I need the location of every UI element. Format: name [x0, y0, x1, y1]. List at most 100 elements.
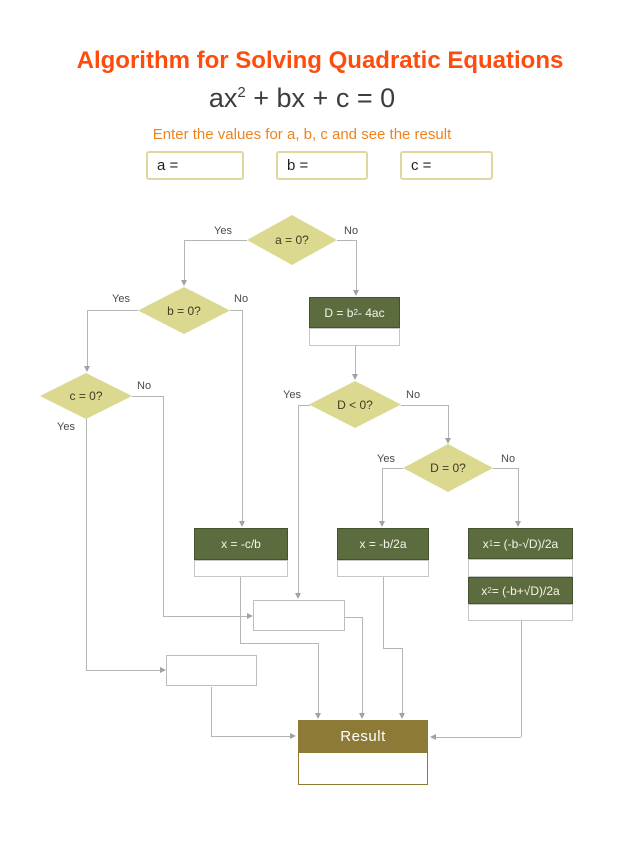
connector-line [184, 240, 185, 283]
decision-label: D = 0? [430, 461, 466, 475]
process-label: = (-b-√D)/2a [493, 536, 559, 551]
connector-line [382, 468, 403, 469]
branch-label-yes: Yes [283, 389, 301, 401]
decision-label: a = 0? [275, 233, 309, 247]
formula-exponent: 2 [237, 84, 246, 101]
connector-line [211, 687, 212, 736]
process-label: x [481, 583, 488, 598]
x-b2a-output-box [337, 560, 429, 577]
connector-line [401, 405, 449, 406]
connector-line [521, 621, 522, 737]
connector-line [184, 240, 247, 241]
process-x-equals-minus-b-over-2a: x = -b/2a [337, 528, 429, 560]
process-label: x = -c/b [221, 537, 261, 551]
connector-line [518, 468, 519, 525]
branch-label-no: No [234, 293, 249, 305]
arrowhead-down [399, 713, 405, 719]
connector-line [337, 240, 357, 241]
x2-output-box [468, 604, 573, 621]
process-label: - 4ac [357, 305, 385, 320]
connector-line [345, 617, 362, 618]
arrowhead-down [379, 521, 385, 527]
branch-label-no: No [344, 225, 359, 237]
connector-line [230, 310, 243, 311]
coefficient-b-input[interactable] [276, 151, 368, 180]
branch-label-yes: Yes [57, 421, 75, 433]
arrowhead-right [290, 733, 296, 739]
result-box-header: Result [298, 720, 428, 752]
connector-line [163, 396, 164, 616]
connector-line [298, 405, 299, 597]
coefficient-c-input[interactable] [400, 151, 493, 180]
process-label: = (-b+√D)/2a [491, 583, 560, 598]
connector-line [86, 419, 87, 670]
branch-label-yes: Yes [214, 225, 232, 237]
connector-line [362, 617, 363, 717]
arrowhead-down [295, 593, 301, 599]
connector-line [240, 576, 241, 643]
empty-message-box-1 [253, 600, 345, 631]
formula-base: ax [208, 83, 238, 113]
discriminant-output-box [309, 328, 400, 346]
decision-label: D < 0? [337, 397, 373, 412]
x-cb-output-box [194, 560, 288, 577]
quadratic-equation: ax2 + bx + c = 0 [0, 83, 604, 114]
connector-line [132, 396, 164, 397]
branch-label-no: No [137, 380, 152, 392]
connector-line [356, 240, 357, 293]
connector-line [242, 310, 243, 524]
connector-line [87, 310, 88, 369]
connector-line [382, 468, 383, 525]
connector-line [355, 345, 356, 378]
process-label: x = -b/2a [359, 537, 407, 551]
arrowhead-down [84, 366, 90, 372]
arrowhead-down [445, 438, 451, 444]
decision-d-equals-0: D = 0? [403, 444, 493, 492]
connector-line [318, 643, 319, 717]
x1-output-box [468, 559, 573, 577]
process-label: x [482, 536, 489, 551]
arrowhead-right [247, 613, 253, 619]
empty-message-box-2 [166, 655, 257, 686]
connector-line [240, 643, 319, 644]
connector-line [163, 616, 250, 617]
coefficient-a-input[interactable] [146, 151, 244, 180]
connector-line [493, 468, 519, 469]
branch-label-yes: Yes [112, 293, 130, 305]
process-label: D = b [324, 305, 354, 320]
branch-label-yes: Yes [377, 453, 395, 465]
instruction-text: Enter the values for a, b, c and see the… [152, 126, 452, 143]
connector-line [86, 670, 163, 671]
formula-rest: + bx + c = 0 [245, 83, 396, 113]
page-title: Algorithm for Solving Quadratic Equation… [76, 47, 564, 74]
arrowhead-down [315, 713, 321, 719]
branch-label-no: No [501, 453, 516, 465]
decision-b-equals-0: b = 0? [138, 287, 230, 334]
connector-line [383, 648, 402, 649]
decision-a-equals-0: a = 0? [247, 215, 337, 265]
connector-line [383, 576, 384, 648]
decision-c-equals-0: c = 0? [40, 373, 132, 419]
arrowhead-down [239, 521, 245, 527]
decision-d-less-than-0: D < 0? [309, 381, 401, 428]
arrowhead-down [353, 290, 359, 296]
connector-line [211, 736, 294, 737]
connector-line [87, 310, 138, 311]
arrowhead-down [359, 713, 365, 719]
decision-label: b = 0? [167, 303, 201, 318]
connector-line [432, 737, 521, 738]
decision-label: c = 0? [69, 389, 103, 403]
arrowhead-right [160, 667, 166, 673]
arrowhead-down [352, 374, 358, 380]
branch-label-no: No [406, 389, 421, 401]
connector-line [298, 405, 310, 406]
arrowhead-down [515, 521, 521, 527]
connector-line [402, 648, 403, 717]
connector-line [448, 405, 449, 442]
result-output-box [298, 752, 428, 785]
arrowhead-left [430, 734, 436, 740]
